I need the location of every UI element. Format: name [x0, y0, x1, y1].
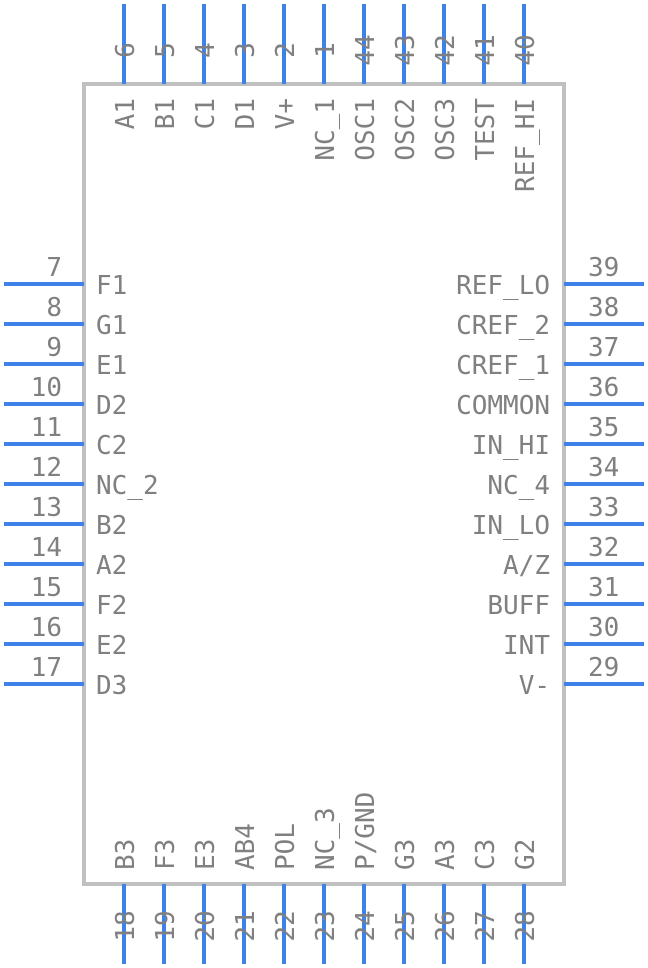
pin-name: AB4 — [231, 823, 261, 870]
pin-name: NC_3 — [311, 807, 341, 870]
pin-number: 40 — [511, 34, 541, 65]
pin-name: D1 — [231, 98, 261, 129]
pin-name: C3 — [471, 839, 501, 870]
pin-number: 34 — [588, 453, 619, 483]
pin-name: C1 — [191, 98, 221, 129]
pin-name: A1 — [111, 98, 141, 129]
pin-number: 27 — [471, 910, 501, 941]
pin-name: V- — [519, 671, 550, 701]
pin-name: E2 — [96, 631, 127, 661]
pin-number: 23 — [311, 910, 341, 941]
pin-number: 43 — [391, 34, 421, 65]
pin-name: A3 — [431, 839, 461, 870]
pin-number: 35 — [588, 413, 619, 443]
pin-number: 22 — [271, 910, 301, 941]
pin-number: 33 — [588, 493, 619, 523]
pin-number: 21 — [231, 910, 261, 941]
pin-number: 31 — [588, 573, 619, 603]
pin-number: 17 — [31, 653, 62, 683]
pin-name: NC_2 — [96, 471, 159, 501]
pin-name: D3 — [96, 671, 127, 701]
pin-name: COMMON — [456, 391, 550, 421]
pin-number: 26 — [431, 910, 461, 941]
pin-number: 5 — [151, 42, 181, 58]
pin-number: 42 — [431, 34, 461, 65]
pin-number: 1 — [311, 42, 341, 58]
pin-number: 8 — [46, 293, 62, 323]
pin-name: NC_4 — [487, 471, 550, 501]
pin-name: D2 — [96, 391, 127, 421]
pin-name: C2 — [96, 431, 127, 461]
pin-number: 19 — [151, 910, 181, 941]
pin-name: G2 — [511, 839, 541, 870]
pin-number: 9 — [46, 333, 62, 363]
pin-name: REF_LO — [456, 271, 550, 301]
pin-number: 20 — [191, 910, 221, 941]
pin-number: 10 — [31, 373, 62, 403]
pin-number: 30 — [588, 613, 619, 643]
pin-name: OSC2 — [391, 98, 421, 161]
pin-name: REF_HI — [511, 98, 541, 192]
pin-name: INT — [503, 631, 550, 661]
pin-number: 18 — [111, 910, 141, 941]
pin-number: 2 — [271, 42, 301, 58]
pin-name: V+ — [271, 98, 301, 129]
pin-number: 36 — [588, 373, 619, 403]
pin-name: P/GND — [351, 792, 381, 870]
pin-number: 4 — [191, 42, 221, 58]
pin-number: 16 — [31, 613, 62, 643]
pin-name: B2 — [96, 511, 127, 541]
pin-number: 6 — [111, 42, 141, 58]
pin-name: IN_LO — [472, 511, 550, 541]
pin-name: E3 — [191, 839, 221, 870]
pin-name: TEST — [471, 98, 501, 161]
pin-number: 41 — [471, 34, 501, 65]
pin-number: 15 — [31, 573, 62, 603]
pin-number: 13 — [31, 493, 62, 523]
pin-number: 25 — [391, 910, 421, 941]
pin-name: B1 — [151, 98, 181, 129]
pin-name: F3 — [151, 839, 181, 870]
pin-number: 44 — [351, 34, 381, 65]
pin-number: 28 — [511, 910, 541, 941]
pin-name: A/Z — [503, 551, 550, 581]
pin-number: 37 — [588, 333, 619, 363]
pin-name: OSC1 — [351, 98, 381, 161]
pin-number: 14 — [31, 533, 62, 563]
pin-number: 39 — [588, 253, 619, 283]
pin-name: BUFF — [487, 591, 550, 621]
pin-name: G3 — [391, 839, 421, 870]
pin-number: 11 — [31, 413, 62, 443]
pin-name: F1 — [96, 271, 127, 301]
pin-name: CREF_1 — [456, 351, 550, 381]
pin-number: 3 — [231, 42, 261, 58]
pin-name: E1 — [96, 351, 127, 381]
pin-name: B3 — [111, 839, 141, 870]
pin-name: POL — [271, 823, 301, 870]
pin-name: CREF_2 — [456, 311, 550, 341]
pin-name: A2 — [96, 551, 127, 581]
pin-name: NC_1 — [311, 98, 341, 161]
pin-number: 32 — [588, 533, 619, 563]
pin-number: 12 — [31, 453, 62, 483]
pin-name: IN_HI — [472, 431, 550, 461]
pin-name: G1 — [96, 311, 127, 341]
pin-number: 24 — [351, 910, 381, 941]
pin-name: OSC3 — [431, 98, 461, 161]
pin-name: F2 — [96, 591, 127, 621]
pin-number: 29 — [588, 653, 619, 683]
pin-number: 38 — [588, 293, 619, 323]
pin-number: 7 — [46, 253, 62, 283]
